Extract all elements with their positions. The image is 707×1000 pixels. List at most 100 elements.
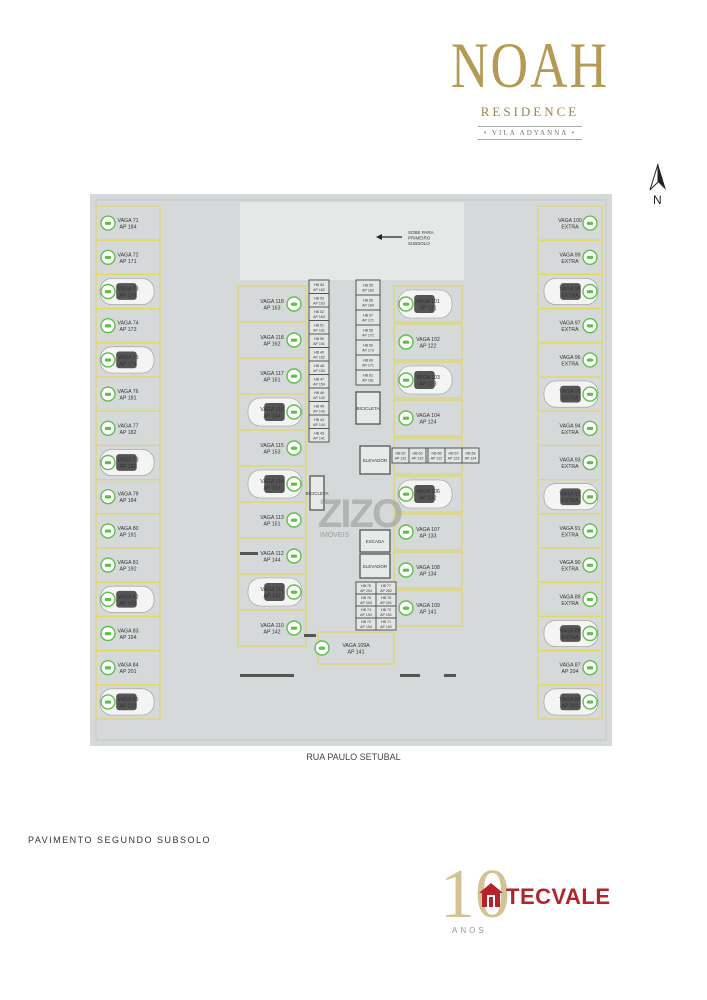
anniversary-years: ANOS	[452, 926, 487, 935]
bay-unit: AP 201	[120, 669, 137, 675]
bay-label: VAGA 79	[118, 492, 139, 498]
bay-unit: AP 134	[420, 572, 437, 578]
ev-charger-icon	[398, 600, 414, 616]
parked-car	[99, 585, 155, 613]
bay-label: VAGA 85	[118, 697, 139, 703]
bay-unit: AP 133	[420, 534, 437, 540]
ev-charger-icon	[100, 352, 116, 368]
bay-unit: AP 171	[120, 259, 137, 265]
bay-unit: EXTRA	[561, 635, 579, 641]
ev-charger-icon	[582, 352, 598, 368]
bay-label: VAGA 96	[560, 355, 581, 361]
ev-charger-icon	[286, 512, 302, 528]
storage-unit: AP 171	[362, 364, 374, 368]
parked-car	[397, 365, 453, 395]
storage-unit: AP 132	[395, 457, 407, 461]
bay-unit: EXTRA	[561, 532, 579, 538]
ramp-note-line: PRIMEIRO	[408, 236, 431, 241]
bay-unit: EXTRA	[561, 293, 579, 299]
storage-unit: AP 164	[313, 315, 325, 319]
garage-floor	[90, 194, 612, 746]
storage-label: HB 52	[314, 310, 324, 314]
elevator-room-bottom-label: ELEVADOR	[363, 564, 388, 569]
ev-charger-icon	[100, 386, 116, 402]
bay-unit: EXTRA	[561, 225, 579, 231]
builder-name: TECVALE	[506, 884, 611, 909]
house-icon	[479, 883, 503, 907]
storage-unit: AP 143	[313, 409, 325, 413]
bay-label: VAGA 87	[560, 663, 581, 669]
bay-unit: EXTRA	[561, 464, 579, 470]
bay-label: VAGA 74	[118, 321, 139, 327]
bay-label: VAGA 116	[260, 407, 284, 413]
storage-label: HB 76	[361, 596, 371, 600]
parking-bay	[393, 513, 463, 551]
storage-unit: AP 154	[313, 382, 325, 386]
bay-label: VAGA 81	[118, 560, 139, 566]
ev-charger-icon	[582, 489, 598, 505]
bay-unit: AP 202	[120, 703, 137, 709]
parked-car	[543, 380, 599, 408]
bay-label: VAGA 118	[260, 335, 284, 341]
bay-unit: AP 183	[120, 464, 137, 470]
storage-unit: AP 144	[313, 423, 325, 427]
watermark: ZIZO	[318, 492, 403, 536]
storage-cell	[427, 447, 446, 464]
parking-bay	[393, 399, 463, 437]
bay-unit: AP 184	[120, 225, 137, 231]
ev-charger-icon	[286, 548, 302, 564]
ev-charger-icon	[582, 660, 598, 676]
parked-car	[543, 688, 599, 716]
bay-label: VAGA 117	[260, 371, 284, 377]
ev-charger-icon	[582, 454, 598, 471]
bay-unit: AP 151	[264, 522, 281, 528]
storage-label: HB 47	[314, 377, 324, 381]
storage-unit: AP 191	[380, 613, 392, 617]
ev-charger-icon	[100, 694, 116, 710]
parked-car	[99, 688, 155, 716]
bay-unit: AP 181	[120, 396, 137, 402]
storage-label: HB 61	[363, 374, 373, 378]
storage-label: HB 67	[449, 452, 459, 456]
ev-charger-icon	[286, 584, 302, 600]
bay-label: VAGA 98	[560, 287, 581, 293]
bicycle-room-left	[309, 475, 325, 511]
bay-unit: AP 161	[264, 378, 281, 384]
storage-unit: AP 192	[380, 625, 392, 629]
storage-label: HB 75	[361, 584, 371, 588]
ev-charger-icon	[286, 404, 302, 420]
storage-unit: AP 152	[313, 355, 325, 359]
brand-subtitle: RESIDENCE	[480, 104, 580, 119]
bay-label: VAGA 114	[260, 479, 284, 485]
storage-label: HB 55	[363, 284, 373, 288]
bay-label: VAGA 72	[118, 252, 139, 258]
bicycle-room-label: BICICLETA	[357, 406, 380, 411]
watermark-sub: IMÓVEIS	[320, 532, 350, 539]
parking-bay	[393, 551, 463, 589]
bay-unit: AP 132	[420, 496, 437, 502]
bay-label: VAGA 73	[118, 287, 139, 293]
storage-cell	[355, 339, 381, 356]
bay-unit: AP 163	[264, 306, 281, 312]
bay-unit: AP 204	[562, 669, 579, 675]
parking-bay	[95, 684, 161, 720]
storage-label: HB 63	[413, 452, 423, 456]
bay-unit: AP 174	[120, 361, 137, 367]
ev-charger-icon	[100, 557, 116, 573]
ev-charger-icon	[398, 562, 414, 578]
north-compass: N	[644, 162, 672, 208]
storage-label: HB 50	[314, 337, 324, 341]
storage-unit: AP 133	[412, 457, 424, 461]
bay-unit: AP 142	[264, 630, 281, 636]
storage-cell	[308, 428, 330, 443]
storage-cell	[355, 309, 381, 326]
bay-unit: AP 192	[120, 567, 137, 573]
bay-label: VAGA 109	[416, 603, 440, 609]
storage-label: HB 71	[381, 620, 391, 624]
storage-unit: AP 122	[431, 457, 443, 461]
bay-label: VAGA 91	[560, 526, 581, 532]
bay-label: VAGA 77	[118, 423, 139, 429]
storage-label: HB 43	[314, 431, 324, 435]
storage-label: HB 72	[361, 620, 371, 624]
bay-label: VAGA 107	[416, 527, 440, 533]
